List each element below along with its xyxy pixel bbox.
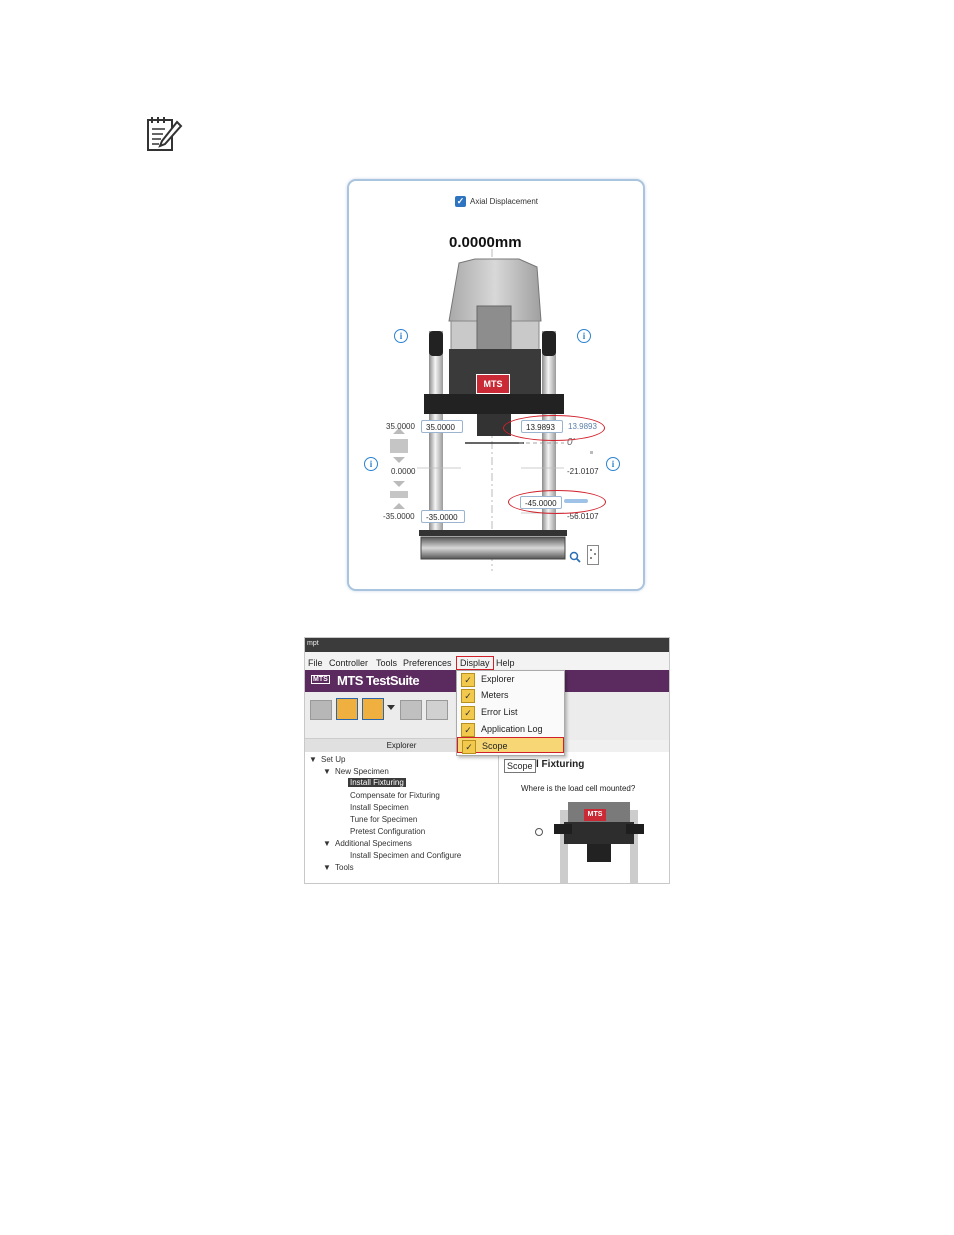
lower-limit-field[interactable]: -35.0000	[421, 510, 465, 523]
lower-limit-label: -35.0000	[383, 512, 415, 521]
menu-bar: File Controller Tools Preferences Displa…	[305, 652, 669, 671]
highlight-ellipse	[508, 490, 606, 514]
notepad-pencil-icon	[147, 117, 183, 151]
content-question: Where is the load cell mounted?	[521, 784, 636, 793]
explorer-tree: ▼ Set Up ▼ New Specimen Install Fixturin…	[305, 752, 499, 883]
tree-item-setup[interactable]: Set Up	[321, 755, 346, 764]
mts-testsuite-window: mpt File Controller Tools Preferences Di…	[304, 637, 670, 884]
menu-item-application-log[interactable]: ✓Application Log	[457, 721, 564, 737]
tree-item-pretest[interactable]: Pretest Configuration	[350, 827, 426, 836]
displacement-readout: 0.0000mm	[449, 234, 522, 251]
mts-logo: MTS	[476, 374, 510, 394]
check-icon: ✓	[462, 740, 476, 754]
mts-badge: MTS	[311, 675, 330, 684]
info-icon[interactable]: i	[394, 329, 408, 343]
tree-item-additional[interactable]: Additional Specimens	[335, 839, 412, 848]
menu-controller[interactable]: Controller	[329, 658, 369, 668]
app-icon: mpt	[307, 640, 319, 647]
highlight-ellipse	[503, 415, 605, 441]
dropdown-arrow-icon[interactable]	[387, 705, 395, 710]
menu-item-meters[interactable]: ✓Meters	[457, 687, 564, 703]
axial-displacement-checkbox[interactable]: ✓	[455, 196, 466, 207]
check-icon: ✓	[461, 723, 475, 737]
tree-item-install-fixturing[interactable]: Install Fixturing	[348, 778, 406, 787]
radio-button[interactable]	[535, 828, 543, 836]
menu-display[interactable]: Display	[456, 656, 494, 670]
upper-limit-field[interactable]: 35.0000	[421, 420, 463, 433]
zero-label: 0.0000	[391, 467, 416, 476]
axial-displacement-panel: ✓ Axial Displacement 0.0000mm	[347, 179, 645, 591]
scope-tooltip: Scope	[504, 759, 536, 773]
tree-item-tools[interactable]: Tools	[335, 863, 354, 872]
meter-icon[interactable]	[587, 545, 599, 565]
menu-file[interactable]: File	[308, 658, 323, 668]
content-title: l Fixturing	[536, 759, 585, 770]
check-icon: ✓	[461, 673, 475, 687]
tree-expand-icon[interactable]: ▼	[309, 755, 317, 764]
readout-unit: mm	[494, 234, 522, 251]
check-icon: ✓	[461, 706, 475, 720]
menu-preferences[interactable]: Preferences	[403, 658, 452, 668]
tree-item-compensate[interactable]: Compensate for Fixturing	[350, 791, 440, 800]
content-mts-logo: MTS	[584, 809, 606, 821]
axial-displacement-label: Axial Displacement	[470, 197, 539, 206]
tree-expand-icon[interactable]: ▼	[323, 863, 331, 872]
lower-detector-label: -56.0107	[567, 512, 599, 521]
zero-reference-mark: 0'	[567, 437, 575, 448]
toolbar-button[interactable]	[426, 700, 448, 720]
load-frame-drawing	[390, 249, 593, 571]
check-icon: ✓	[461, 689, 475, 703]
toolbar-button[interactable]	[362, 698, 384, 720]
toolbar-button[interactable]	[336, 698, 358, 720]
info-icon[interactable]: i	[606, 457, 620, 471]
title-bar: mpt	[305, 638, 669, 652]
display-dropdown-menu: ✓Explorer ✓Meters ✓Error List ✓Applicati…	[456, 670, 565, 756]
tree-item-install-specimen[interactable]: Install Specimen	[350, 803, 409, 812]
upper-limit-label: 35.0000	[386, 422, 415, 431]
toolbar-button[interactable]	[310, 700, 332, 720]
tree-item-install-configure[interactable]: Install Specimen and Configure	[350, 851, 462, 860]
mid-value-label: -21.0107	[567, 467, 599, 476]
info-icon[interactable]: i	[577, 329, 591, 343]
menu-help[interactable]: Help	[496, 658, 515, 668]
readout-value: 0.0000	[449, 234, 495, 251]
content-pane: Scope l Fixturing Where is the load cell…	[499, 752, 669, 883]
zoom-icon[interactable]	[569, 551, 581, 563]
menu-tools[interactable]: Tools	[376, 658, 398, 668]
toolbar-button[interactable]	[400, 700, 422, 720]
info-icon[interactable]: i	[364, 457, 378, 471]
menu-item-error-list[interactable]: ✓Error List	[457, 704, 564, 720]
menu-item-explorer[interactable]: ✓Explorer	[457, 671, 564, 687]
tree-item-new-specimen[interactable]: New Specimen	[335, 767, 389, 776]
tree-expand-icon[interactable]: ▼	[323, 839, 331, 848]
menu-item-scope[interactable]: ✓Scope	[457, 737, 564, 754]
tree-item-tune[interactable]: Tune for Specimen	[350, 815, 418, 824]
tree-expand-icon[interactable]: ▼	[323, 767, 331, 776]
brand-title: MTS TestSuite	[337, 673, 420, 688]
